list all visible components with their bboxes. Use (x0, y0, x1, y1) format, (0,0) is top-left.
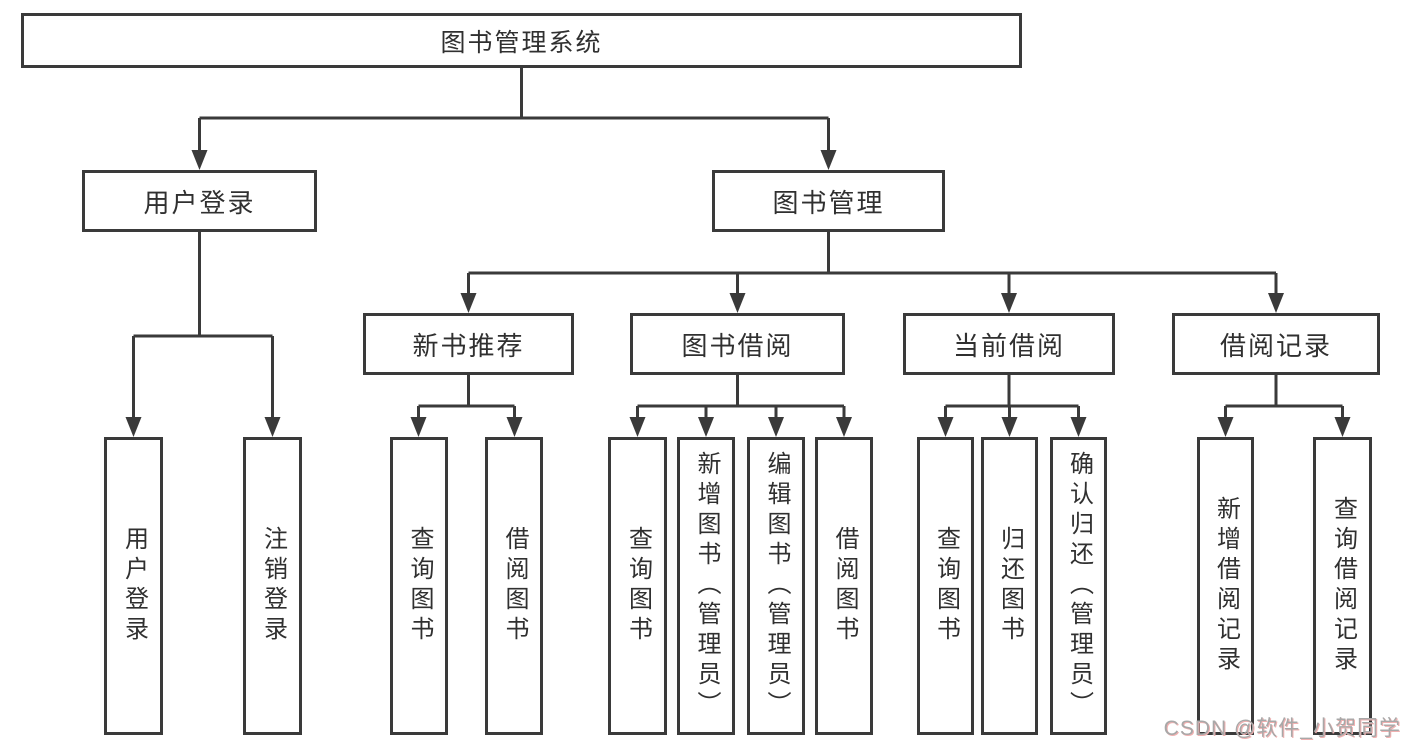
node-query-borrow-record: 查询借阅记录 (1313, 437, 1372, 735)
arrow-down-icon (410, 417, 427, 437)
arrow-down-icon (506, 417, 523, 437)
arrow-down-icon (820, 150, 837, 170)
arrow-down-icon (1070, 417, 1087, 437)
arrow-down-icon (768, 417, 784, 437)
node-borrow-records: 借阅记录 (1172, 313, 1380, 375)
arrow-down-icon (1001, 417, 1018, 437)
node-user-login-leaf: 用户登录 (104, 437, 163, 735)
connector-line (132, 232, 274, 421)
node-borrow-books-leaf: 借阅图书 (815, 437, 873, 735)
watermark-text: CSDN @软件_小贺同学 (1163, 717, 1401, 740)
arrow-down-icon (1268, 293, 1284, 313)
arrow-down-icon (191, 150, 208, 170)
node-add-books-admin: 新增图书（管理员） (677, 437, 735, 735)
node-confirm-return-admin: 确认归还（管理员） (1050, 437, 1107, 735)
connector-book-management-to-level3 (460, 232, 1284, 313)
arrow-down-icon (264, 417, 281, 437)
connector-user-login-to-leaves (125, 232, 281, 437)
connector-line (944, 375, 1080, 421)
node-book-management: 图书管理 (712, 170, 945, 232)
connector-root-to-level2 (191, 68, 837, 170)
arrow-down-icon (698, 417, 714, 437)
arrow-down-icon (836, 417, 852, 437)
connector-line (417, 375, 516, 421)
connector-current-borrowing-to-leaves (937, 375, 1087, 437)
connector-borrow-records-to-leaves (1217, 375, 1351, 437)
node-book-borrowing: 图书借阅 (630, 313, 845, 375)
arrow-down-icon (1001, 293, 1017, 313)
arrow-down-icon (460, 293, 477, 313)
arrow-down-icon (1217, 417, 1234, 437)
node-add-borrow-record: 新增借阅记录 (1197, 437, 1254, 735)
node-return-books: 归还图书 (981, 437, 1038, 735)
arrow-down-icon (937, 417, 954, 437)
connector-line (467, 232, 1278, 297)
connector-line (636, 375, 846, 421)
node-current-borrowing: 当前借阅 (903, 313, 1115, 375)
node-edit-books-admin: 编辑图书（管理员） (747, 437, 805, 735)
node-library-system: 图书管理系统 (21, 13, 1022, 68)
arrow-down-icon (125, 417, 142, 437)
connector-new-book-recommend-to-leaves (410, 375, 523, 437)
node-logout-leaf: 注销登录 (243, 437, 302, 735)
connector-line (1224, 375, 1344, 421)
node-new-book-recommend: 新书推荐 (363, 313, 574, 375)
connector-book-borrowing-to-leaves (629, 375, 852, 437)
node-query-books-recommend: 查询图书 (390, 437, 448, 735)
node-user-login: 用户登录 (82, 170, 317, 232)
node-query-books-current: 查询图书 (917, 437, 974, 735)
connector-line (198, 68, 830, 154)
node-borrow-books-recommend: 借阅图书 (485, 437, 543, 735)
node-query-books-borrowing: 查询图书 (608, 437, 667, 735)
arrow-down-icon (629, 417, 646, 437)
arrow-down-icon (1334, 417, 1351, 437)
arrow-down-icon (729, 293, 746, 313)
